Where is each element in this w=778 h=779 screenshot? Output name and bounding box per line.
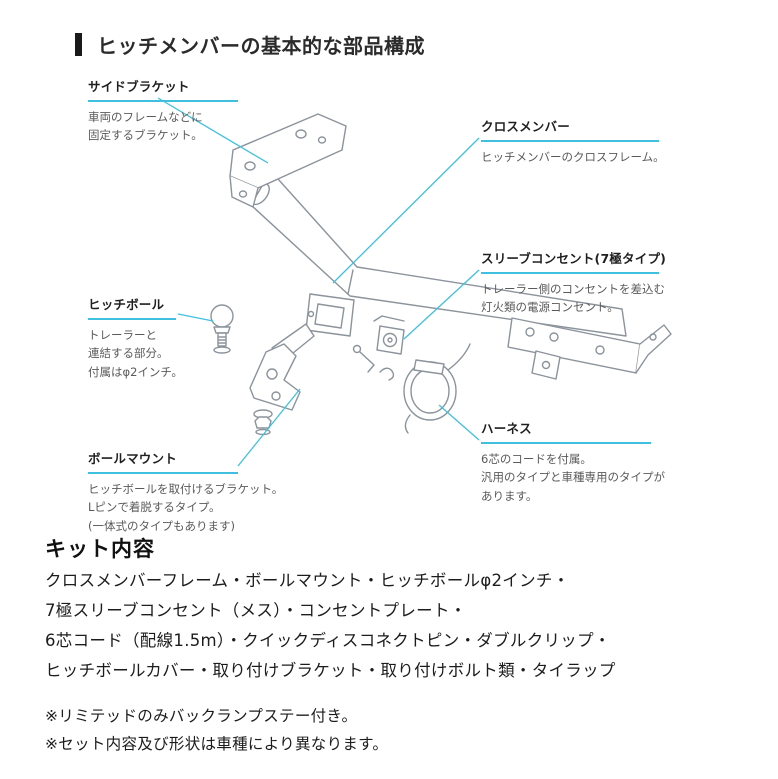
leader-line-harness — [438, 404, 480, 441]
leader-line-sleeve-outlet — [403, 269, 480, 340]
callout-ball-mount: ボールマウント ヒッチボールを取付けるブラケット。 Lピンで着脱するタイプ。 (… — [88, 448, 283, 535]
footnote: ※セット内容及び形状は車種により異なります。 — [45, 734, 389, 753]
sleeve-outlet-art — [373, 315, 405, 355]
rear-bracket-art — [507, 317, 672, 380]
callout-ball-mount-desc: ヒッチボールを取付けるブラケット。 Lピンで着脱するタイプ。 (一体式のタイプも… — [88, 482, 284, 533]
leader-lines — [157, 97, 480, 467]
callout-cross-member-desc: ヒッチメンバーのクロスフレーム。 — [481, 150, 665, 164]
leader-line-ball-mount — [237, 388, 301, 467]
title-accent-bar — [75, 33, 82, 56]
callout-sleeve-outlet-desc: トレーラー側のコンセントを差込む 灯火類の電源コンセント。 — [481, 282, 665, 315]
callout-hitch-ball: ヒッチボール トレーラーと 連結する部分。 付属はφ2インチ。 — [88, 294, 183, 381]
callout-harness-label: ハーネス — [481, 418, 651, 444]
callout-sleeve-outlet-label: スリーブコンセント(7極タイプ) — [481, 248, 666, 274]
leader-line-cross-member — [332, 137, 480, 284]
footnote: ※リミテッドのみバックランプステー付き。 — [45, 707, 358, 725]
receiver-art — [305, 293, 355, 337]
callout-cross-member: クロスメンバー ヒッチメンバーのクロスフレーム。 — [481, 116, 665, 166]
callout-sleeve-outlet: スリーブコンセント(7極タイプ) トレーラー側のコンセントを差込む 灯火類の電源… — [481, 248, 666, 317]
callout-cross-member-label: クロスメンバー — [481, 116, 659, 142]
harness-art — [403, 343, 471, 434]
callout-ball-mount-label: ボールマウント — [88, 448, 238, 474]
kit-line: 7極スリーブコンセント（メス）・コンセントプレート・ — [45, 601, 467, 621]
kit-contents-heading: キット内容 — [45, 537, 155, 561]
pin-clip-art — [352, 344, 395, 381]
page-title-text: ヒッチメンバーの基本的な部品構成 — [97, 34, 425, 58]
leader-line-hitch-ball — [177, 313, 214, 322]
nut-washer-art — [253, 409, 273, 436]
callout-harness-desc: 6芯のコードを付属。 汎用のタイプと車種専用のタイプが あります。 — [481, 452, 665, 503]
hitch-ball-art — [210, 304, 234, 354]
callout-side-bracket: サイドブラケット 車両のフレームなどに 固定するブラケット。 — [88, 76, 238, 145]
callout-harness: ハーネス 6芯のコードを付属。 汎用のタイプと車種専用のタイプが あります。 — [481, 418, 665, 505]
page-title: ヒッチメンバーの基本的な部品構成 — [75, 30, 425, 59]
callout-hitch-ball-label: ヒッチボール — [88, 294, 176, 320]
kit-line: ヒッチボールカバー・取り付けブラケット・取り付けボルト類・タイラップ — [45, 661, 616, 681]
ball-mount-art — [249, 323, 315, 411]
callout-side-bracket-desc: 車両のフレームなどに 固定するブラケット。 — [88, 110, 203, 143]
callout-side-bracket-label: サイドブラケット — [88, 76, 238, 102]
callout-hitch-ball-desc: トレーラーと 連結する部分。 付属はφ2インチ。 — [88, 328, 183, 379]
kit-line: クロスメンバーフレーム・ボールマウント・ヒッチボールφ2インチ・ — [45, 571, 570, 590]
side-bracket-art — [229, 113, 347, 208]
kit-contents-list: クロスメンバーフレーム・ボールマウント・ヒッチボールφ2インチ・ 7極スリーブコ… — [45, 566, 616, 686]
kit-line: 6芯コード（配線1.5m）・クイックディスコネクトピン・ダブルクリップ・ — [45, 631, 611, 651]
footnotes: ※リミテッドのみバックランプステー付き。 ※セット内容及び形状は車種により異なり… — [45, 703, 388, 758]
